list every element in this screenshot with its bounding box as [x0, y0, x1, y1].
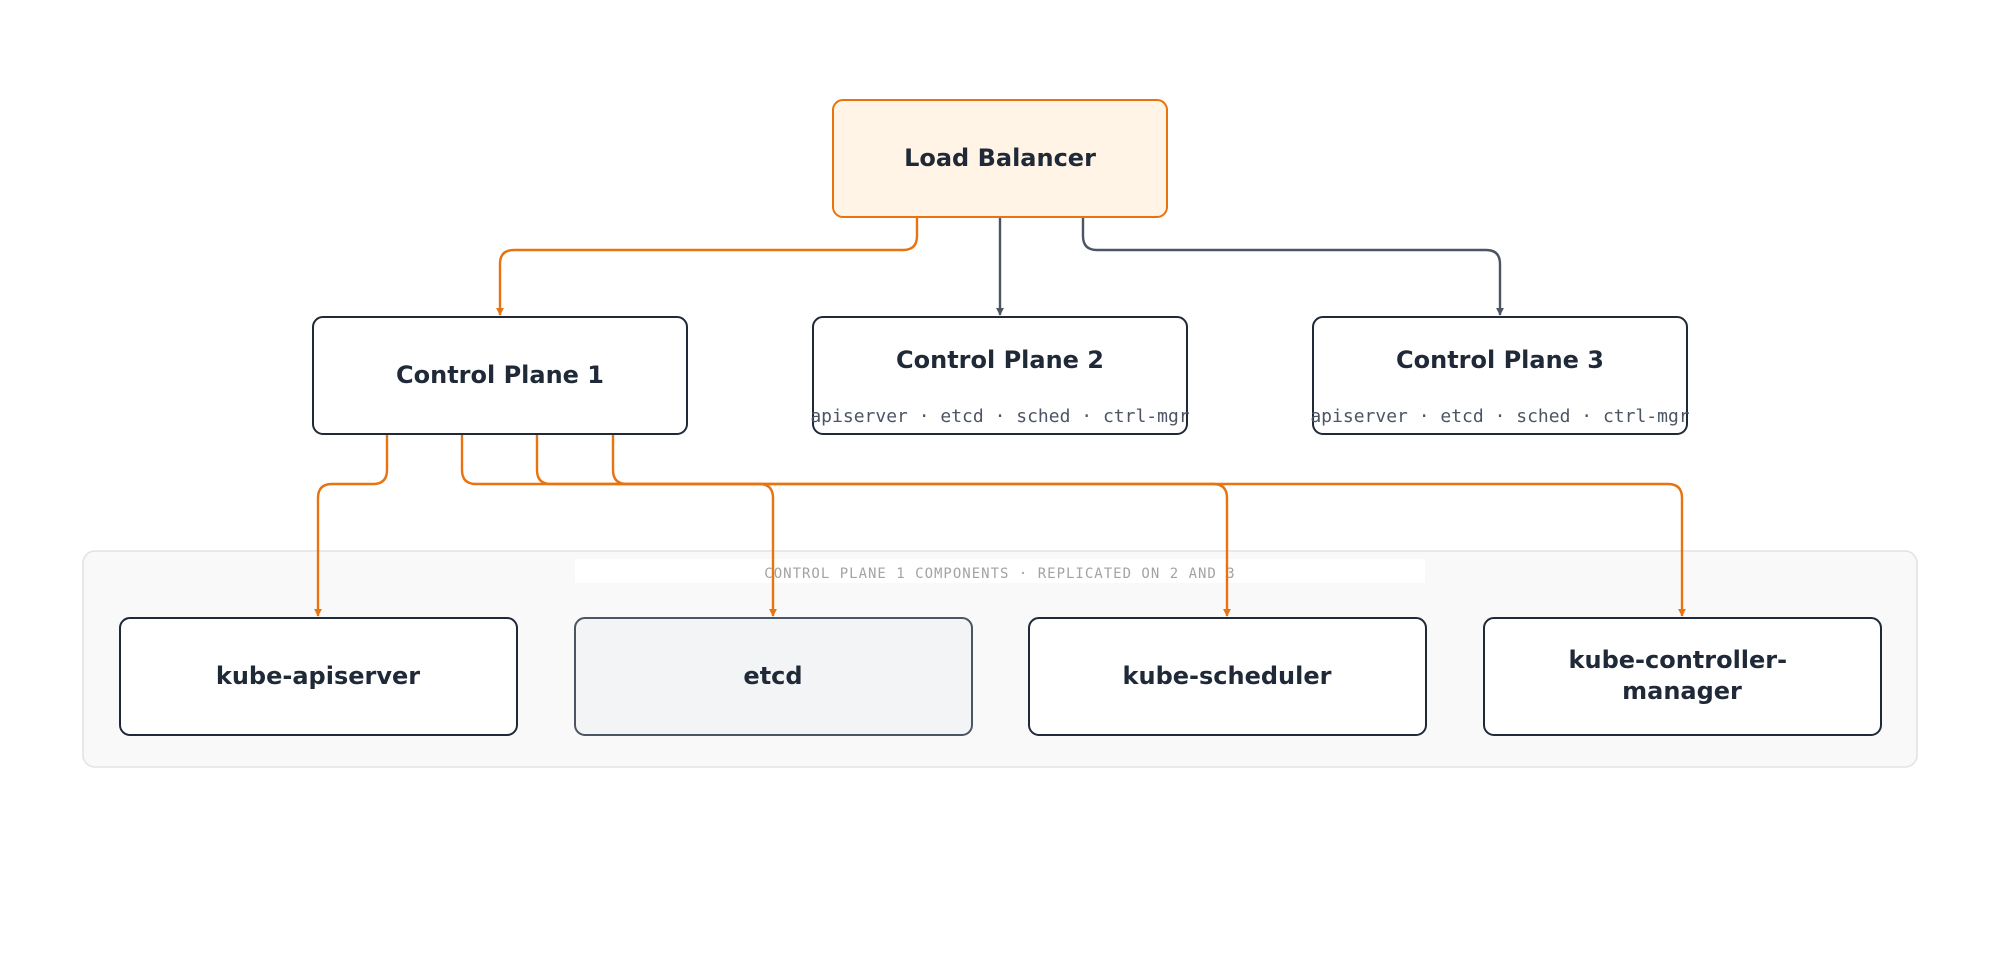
node-etcd-title: etcd — [743, 662, 802, 690]
components-group-background — [82, 550, 1918, 768]
node-etcd-box — [574, 617, 973, 736]
node-load-balancer[interactable]: Load Balancer — [832, 99, 1168, 218]
components-group: CONTROL PLANE 1 COMPONENTS · REPLICATED … — [82, 550, 1918, 768]
node-control-plane-3-box — [1312, 316, 1688, 435]
node-etcd[interactable]: etcd — [574, 617, 973, 736]
node-control-plane-3-title: Control Plane 3 — [1396, 346, 1604, 374]
node-kube-controller-manager[interactable]: kube-controller- manager — [1483, 617, 1882, 736]
components-group-label-background — [575, 559, 1425, 583]
edge-lb-to-cp1 — [496, 217, 919, 316]
node-kube-scheduler-box — [1028, 617, 1427, 736]
node-kube-controller-manager-title-line-2: manager — [1622, 677, 1742, 705]
node-control-plane-2-subtitle: apiserver · etcd · sched · ctrl-mgr — [810, 406, 1189, 427]
node-control-plane-1-box — [312, 316, 688, 435]
node-kube-apiserver-box — [119, 617, 518, 736]
node-control-plane-3[interactable]: Control Plane 3 apiserver · etcd · sched… — [1310, 316, 1690, 435]
node-kube-controller-manager-box — [1483, 617, 1882, 736]
node-kube-scheduler[interactable]: kube-scheduler — [1028, 617, 1427, 736]
node-control-plane-2-box — [812, 316, 1188, 435]
edge-lb-to-cp3 — [1081, 217, 1504, 316]
node-control-plane-2-title: Control Plane 2 — [896, 346, 1104, 374]
node-load-balancer-box — [832, 99, 1168, 218]
node-control-plane-2[interactable]: Control Plane 2 apiserver · etcd · sched… — [810, 316, 1190, 435]
node-kube-scheduler-title: kube-scheduler — [1123, 662, 1332, 690]
node-kube-apiserver-title: kube-apiserver — [216, 662, 420, 690]
node-kube-apiserver[interactable]: kube-apiserver — [119, 617, 518, 736]
edges-load-balancer — [496, 217, 1504, 316]
node-kube-controller-manager-title-line-1: kube-controller- — [1569, 646, 1788, 674]
edges-control-plane-1 — [314, 434, 1686, 617]
node-control-plane-3-subtitle: apiserver · etcd · sched · ctrl-mgr — [1310, 406, 1689, 427]
edge-cp1-to-kube-apiserver — [314, 434, 389, 617]
node-kube-controller-manager-title: kube-controller- manager — [1569, 646, 1796, 705]
node-control-plane-1[interactable]: Control Plane 1 — [312, 316, 688, 435]
components-group-label: CONTROL PLANE 1 COMPONENTS · REPLICATED … — [764, 566, 1235, 582]
node-load-balancer-title: Load Balancer — [904, 144, 1096, 172]
edge-cp1-to-kube-controller-manager — [611, 434, 1686, 617]
node-control-plane-1-title: Control Plane 1 — [396, 361, 604, 389]
